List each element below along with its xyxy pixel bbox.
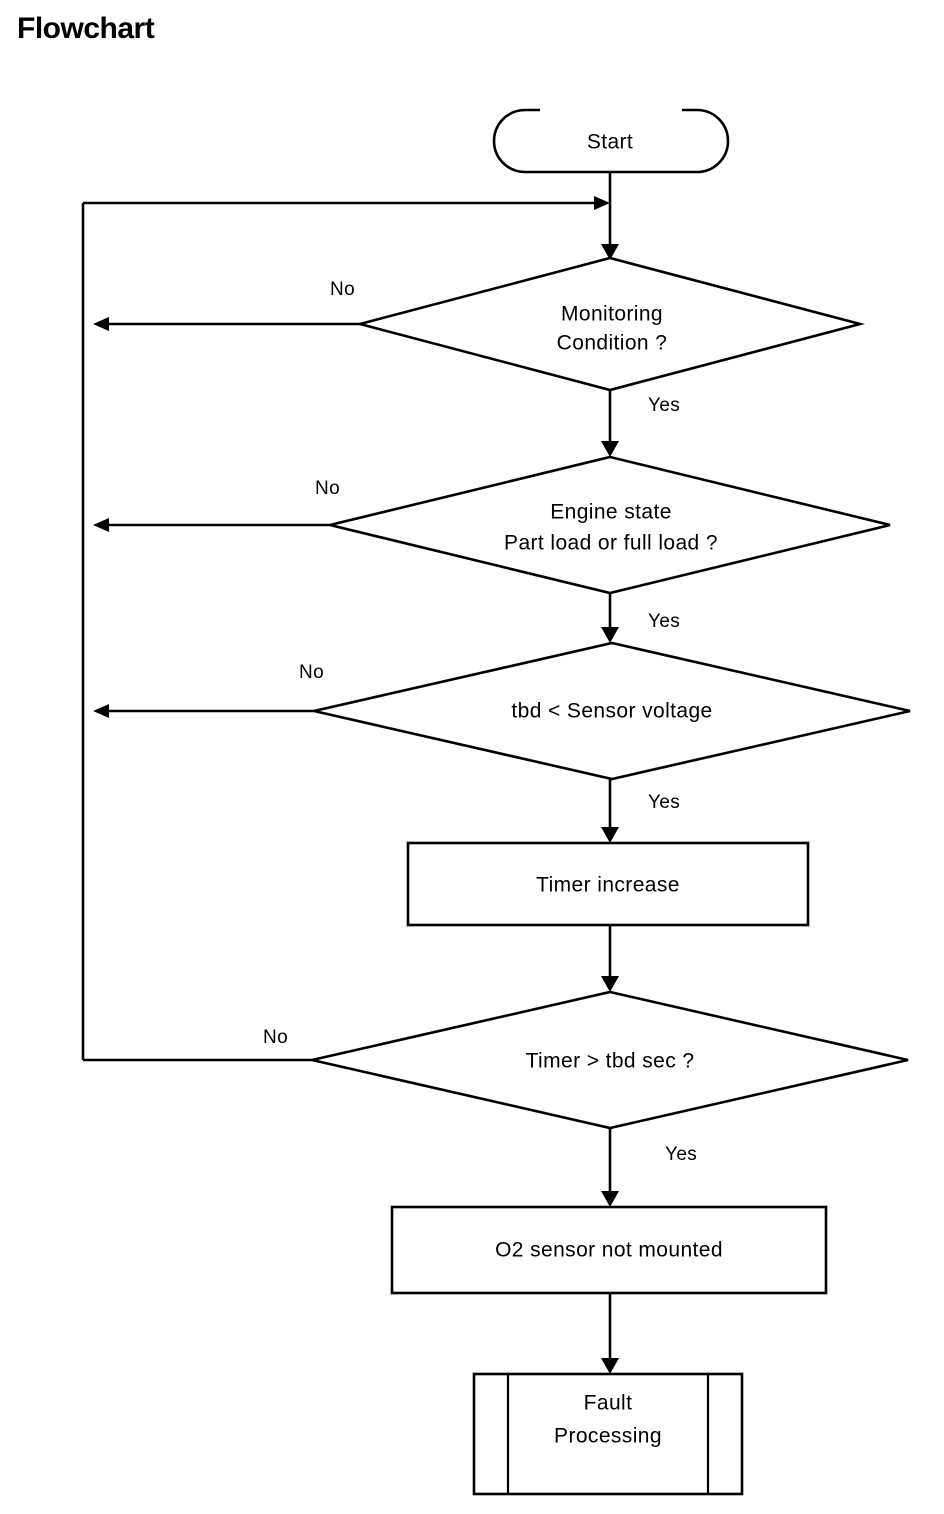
start-top-gap [540, 104, 682, 113]
edge-start-to-monitoring [601, 172, 619, 260]
node-o2-not-mounted[interactable]: O2 sensor not mounted [390, 1205, 828, 1295]
arrow-head-icon [601, 627, 619, 643]
node-timer-increase[interactable]: Timer increase [406, 841, 810, 927]
node-engine-state[interactable]: Engine state Part load or full load ? [329, 455, 891, 595]
decision-diamond-shape [329, 455, 891, 595]
monitoring-label-line1: Monitoring [561, 303, 663, 326]
decision-diamond-shape [313, 641, 911, 781]
arrow-head-icon [93, 317, 109, 331]
edge-label-no-sensor-voltage: No [299, 662, 324, 683]
edge-engine-state-yes [601, 593, 619, 643]
start-label: Start [587, 131, 633, 154]
engine-state-label-line2: Part load or full load ? [504, 532, 718, 555]
node-fault-processing[interactable]: Fault Processing [472, 1372, 744, 1496]
timer-increase-label: Timer increase [536, 874, 680, 897]
edge-label-no-monitoring: No [330, 279, 355, 300]
process-box-shape [406, 841, 810, 927]
engine-state-label-line1: Engine state [550, 501, 672, 524]
node-timer-threshold[interactable]: Timer > tbd sec ? [311, 990, 909, 1130]
arrow-head-icon [93, 518, 109, 532]
o2-not-mounted-label: O2 sensor not mounted [495, 1239, 723, 1262]
edge-engine-state-no [93, 518, 330, 532]
fault-processing-label-line1: Fault [584, 1392, 633, 1415]
edge-label-yes-sensor-voltage: Yes [648, 792, 680, 813]
edge-monitoring-no [93, 317, 360, 331]
arrow-head-icon [93, 704, 109, 718]
page-title: Flowchart [17, 12, 155, 45]
arrow-head-icon [601, 441, 619, 457]
sensor-voltage-label: tbd < Sensor voltage [511, 700, 712, 723]
node-sensor-voltage[interactable]: tbd < Sensor voltage [313, 641, 911, 781]
edge-label-yes-monitoring: Yes [648, 395, 680, 416]
arrow-head-icon [601, 827, 619, 843]
edge-sensor-voltage-yes [601, 779, 619, 843]
node-monitoring-condition[interactable]: Monitoring Condition ? [354, 256, 866, 392]
arrow-head-icon [601, 976, 619, 992]
feedback-top-arrow-icon [594, 196, 610, 210]
edge-label-yes-timer-threshold: Yes [665, 1144, 697, 1165]
fault-processing-label-line2: Processing [554, 1425, 662, 1448]
predefined-process-box-shape [472, 1372, 744, 1496]
edge-label-no-engine-state: No [315, 478, 340, 499]
timer-threshold-label: Timer > tbd sec ? [526, 1050, 695, 1073]
monitoring-label-line2: Condition ? [557, 332, 668, 355]
arrow-head-icon [601, 1191, 619, 1207]
node-start[interactable]: Start [492, 104, 730, 174]
edge-label-yes-engine-state: Yes [648, 611, 680, 632]
edge-sensor-voltage-no [93, 704, 314, 718]
feedback-loop-group [81, 196, 610, 1062]
arrow-head-icon [601, 1358, 619, 1374]
start-terminator-shape [492, 108, 730, 174]
edge-label-no-timer-threshold: No [263, 1027, 288, 1048]
process-box-shape [390, 1205, 828, 1295]
edge-timer-increase-to-threshold [601, 925, 619, 992]
arrow-head-icon [601, 244, 619, 260]
edge-monitoring-yes [601, 390, 619, 457]
edge-o2-to-fault-processing [601, 1293, 619, 1374]
edge-timer-threshold-yes [601, 1128, 619, 1207]
